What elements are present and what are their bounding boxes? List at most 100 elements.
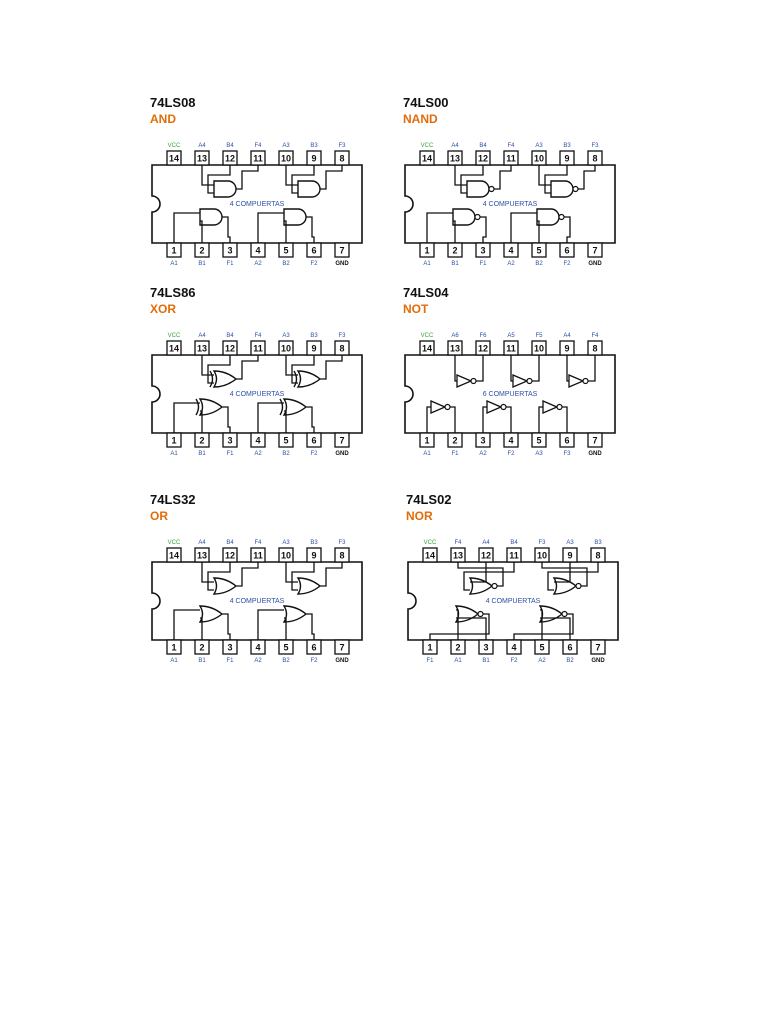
pin-label-b2: B2 bbox=[282, 451, 290, 457]
wire bbox=[510, 355, 513, 382]
inversion-bubble bbox=[488, 185, 495, 193]
pin-label-a3: A3 bbox=[535, 451, 543, 457]
wire bbox=[306, 216, 315, 243]
pin-number-8: 8 bbox=[339, 344, 344, 354]
chip-drawing: 14VCC13A412B411F410A39B38F31A12B13F14A25… bbox=[151, 143, 363, 267]
pin-number-7: 7 bbox=[339, 436, 344, 446]
nand-gate-symbol bbox=[452, 208, 476, 226]
pin-number-13: 13 bbox=[197, 154, 207, 164]
pin-number-14: 14 bbox=[169, 551, 179, 561]
wire bbox=[320, 165, 343, 190]
pin-label-b4: B4 bbox=[226, 333, 234, 339]
pin-number-3: 3 bbox=[227, 643, 232, 653]
pin-number-8: 8 bbox=[592, 344, 597, 354]
pin-14 bbox=[419, 150, 435, 166]
pin-label-a5: A5 bbox=[507, 333, 515, 339]
inversion-bubble bbox=[444, 403, 451, 411]
pin-number-10: 10 bbox=[281, 344, 291, 354]
wire bbox=[207, 355, 231, 384]
pin-label-a2: A2 bbox=[507, 261, 515, 267]
chip-part-number: 74LS86 bbox=[150, 285, 196, 300]
wire bbox=[207, 562, 231, 591]
pin-number-6: 6 bbox=[567, 643, 572, 653]
inversion-bubble bbox=[572, 185, 579, 193]
gate-count-label: 4 COMPUERTAS bbox=[483, 201, 538, 208]
wire bbox=[291, 355, 315, 384]
wire bbox=[200, 617, 203, 640]
pin-label-b3: B3 bbox=[594, 540, 602, 546]
pin-number-4: 4 bbox=[255, 436, 260, 446]
and-gate-symbol bbox=[297, 180, 321, 198]
wire bbox=[222, 406, 231, 433]
wire bbox=[460, 165, 484, 194]
wire bbox=[470, 562, 487, 583]
chip-diagram: 14VCC13A612F611A510F59A48F41A12F13A24F25… bbox=[404, 333, 616, 457]
pin-label-f1: F1 bbox=[426, 658, 434, 664]
pin-label-b3: B3 bbox=[563, 143, 571, 149]
pin-number-12: 12 bbox=[225, 551, 235, 561]
pin-number-13: 13 bbox=[197, 344, 207, 354]
pin-label-vcc: VCC bbox=[421, 333, 434, 339]
pin-number-3: 3 bbox=[227, 246, 232, 256]
pin-label-b1: B1 bbox=[451, 261, 459, 267]
pin-label-f3: F3 bbox=[591, 143, 599, 149]
wire bbox=[554, 562, 571, 583]
pin-number-12: 12 bbox=[478, 344, 488, 354]
pin-label-a3: A3 bbox=[566, 540, 574, 546]
pin-label-f2: F2 bbox=[507, 451, 515, 457]
pin-number-13: 13 bbox=[450, 154, 460, 164]
pin-number-2: 2 bbox=[452, 246, 457, 256]
wire bbox=[284, 220, 287, 243]
pin-number-11: 11 bbox=[506, 344, 516, 354]
pin-label-f1: F1 bbox=[226, 451, 234, 457]
pin-number-11: 11 bbox=[506, 154, 516, 164]
pin-label-b3: B3 bbox=[310, 333, 318, 339]
pin-14 bbox=[166, 150, 182, 166]
wire bbox=[564, 216, 571, 243]
pin-7 bbox=[590, 639, 606, 655]
pin-number-9: 9 bbox=[311, 154, 316, 164]
wire bbox=[454, 165, 467, 186]
or-gate-symbol bbox=[282, 605, 308, 623]
wire bbox=[236, 355, 259, 380]
wire bbox=[257, 402, 284, 433]
pin-label-b3: B3 bbox=[310, 540, 318, 546]
nand-gate-symbol bbox=[466, 180, 490, 198]
pin-label-f4: F4 bbox=[591, 333, 599, 339]
inversion-bubble bbox=[582, 377, 589, 385]
pin-number-6: 6 bbox=[564, 246, 569, 256]
pin-label-f2: F2 bbox=[310, 451, 318, 457]
pin-label-f4: F4 bbox=[454, 540, 462, 546]
wire bbox=[463, 562, 515, 591]
wire bbox=[482, 406, 487, 433]
pin-label-vcc: VCC bbox=[421, 143, 434, 149]
chip-drawing: 14VCC13A412B411F410A39B38F31A12B13F14A25… bbox=[151, 540, 363, 664]
or-gate-symbol bbox=[198, 605, 224, 623]
pin-label-f6: F6 bbox=[479, 333, 487, 339]
wire bbox=[494, 165, 512, 190]
pin-label-f3: F3 bbox=[538, 540, 546, 546]
and-gate-symbol bbox=[283, 208, 307, 226]
pin-number-4: 4 bbox=[255, 246, 260, 256]
gate-count-label: 4 COMPUERTAS bbox=[230, 391, 285, 398]
pin-7 bbox=[334, 432, 350, 448]
not-gate-symbol bbox=[456, 374, 473, 388]
pin-label-a1: A1 bbox=[170, 261, 178, 267]
pin-label-a2: A2 bbox=[254, 451, 262, 457]
not-gate-symbol bbox=[430, 400, 447, 414]
pin-number-2: 2 bbox=[452, 436, 457, 446]
pin-number-7: 7 bbox=[592, 246, 597, 256]
pin-label-b1: B1 bbox=[482, 658, 490, 664]
pin-label-b2: B2 bbox=[566, 658, 574, 664]
pin-label-f4: F4 bbox=[507, 143, 515, 149]
pin-label-f1: F1 bbox=[479, 261, 487, 267]
pin-label-f4: F4 bbox=[254, 540, 262, 546]
pin-number-5: 5 bbox=[536, 246, 541, 256]
pin-number-12: 12 bbox=[478, 154, 488, 164]
wire bbox=[201, 562, 214, 583]
pin-label-a1: A1 bbox=[170, 658, 178, 664]
chip-drawing: 14VCC13A412B411F410A39B38F31A12B13F14A25… bbox=[404, 143, 616, 267]
wire bbox=[540, 609, 543, 640]
